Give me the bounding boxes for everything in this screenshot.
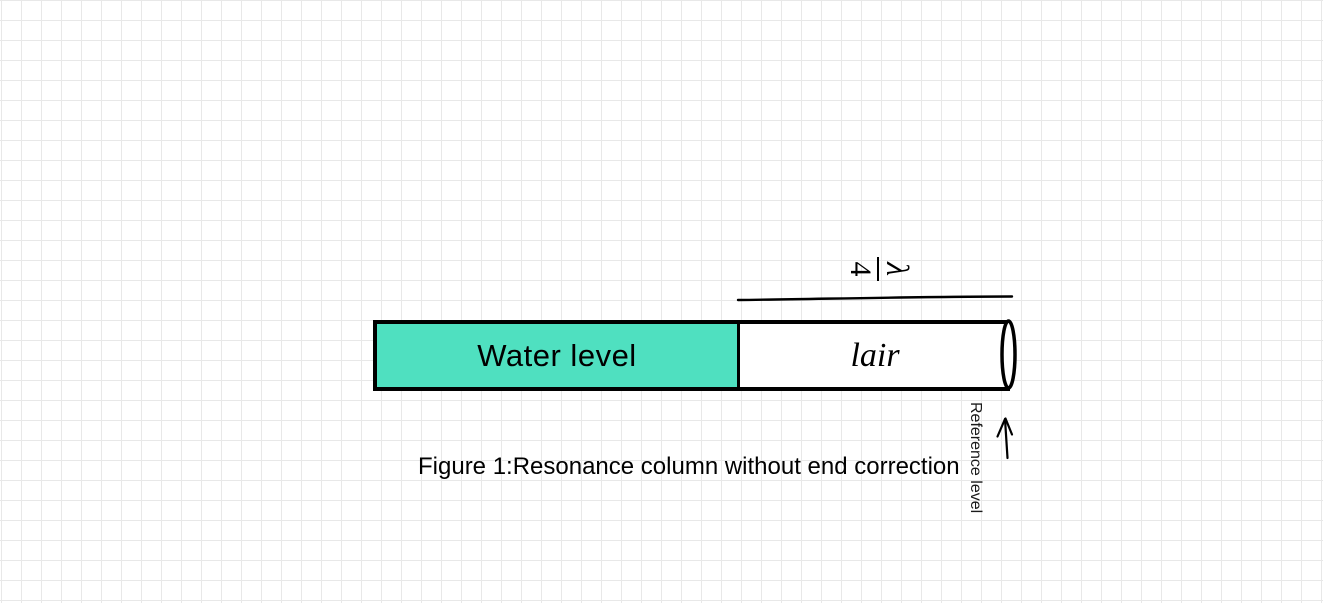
water-level-label: Water level (477, 337, 637, 373)
figure-caption: Figure 1:Resonance column without end co… (418, 453, 960, 480)
resonance-tube: Water level lair (373, 320, 1010, 391)
water-region: Water level (377, 324, 740, 387)
quarter-wavelength-label: λ 4 (844, 254, 916, 284)
fraction-bar (877, 257, 880, 281)
air-column-region: lair (740, 324, 1010, 387)
up-arrow-icon (996, 417, 1014, 460)
quarter-wavelength-line (736, 295, 1014, 302)
lambda-symbol: λ (879, 262, 916, 276)
air-column-label: lair (850, 336, 900, 374)
fraction-denominator: 4 (844, 261, 878, 277)
reference-level-label: Reference level (967, 402, 984, 514)
